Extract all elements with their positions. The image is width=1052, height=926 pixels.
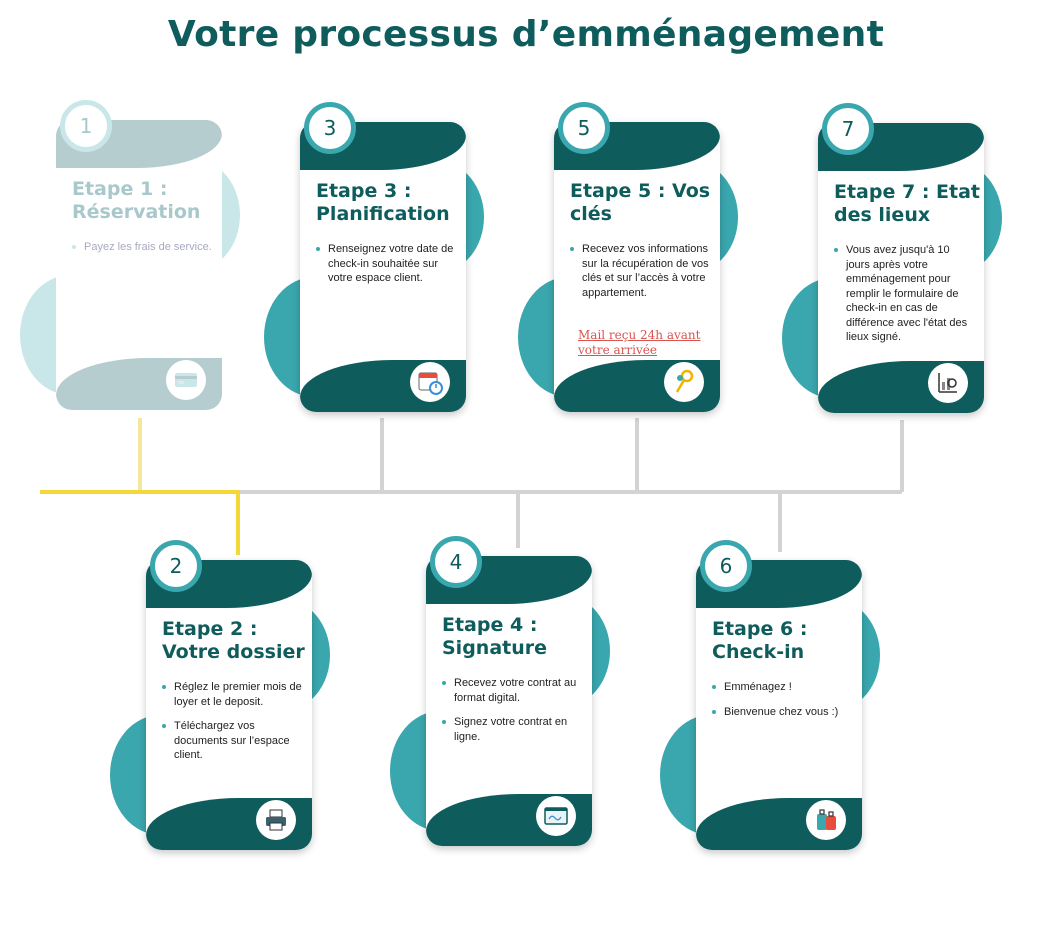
step-3-number: 3 xyxy=(304,102,356,154)
list-item: Téléchargez vos documents sur l’espace c… xyxy=(162,719,302,763)
step-6-number: 6 xyxy=(700,540,752,592)
step-4-number: 4 xyxy=(430,536,482,588)
step-7-title: Etape 7 : Etat des lieux xyxy=(834,181,980,226)
step-1-title: Etape 1 : Réservation xyxy=(72,178,201,223)
step-4-bullets: Recevez votre contrat au format digital.… xyxy=(442,676,582,754)
keys-icon xyxy=(664,362,704,402)
step-3-title: Etape 3 : Planification xyxy=(316,180,450,225)
printer-icon xyxy=(256,800,296,840)
list-item: Recevez vos informations sur la récupéra… xyxy=(570,242,710,300)
step-4: Etape 4 : Signature Recevez votre contra… xyxy=(390,536,610,846)
step-4-title: Etape 4 : Signature xyxy=(442,614,548,659)
step-5-title: Etape 5 : Vos clés xyxy=(570,180,711,225)
step-1: Etape 1 : Réservation Payez les frais de… xyxy=(20,100,240,410)
step-5: Etape 5 : Vos clés Recevez vos informati… xyxy=(518,102,738,412)
page-title: Votre processus d’emménagement xyxy=(167,14,885,55)
credit-card-icon xyxy=(166,360,206,400)
list-item: Vous avez jusqu'à 10 jours après votre e… xyxy=(834,243,974,345)
step-2: Etape 2 : Votre dossier Réglez le premie… xyxy=(110,540,330,850)
step-1-number: 1 xyxy=(60,100,112,152)
list-item: Emménagez ! xyxy=(712,680,852,695)
list-item: Recevez votre contrat au format digital. xyxy=(442,676,582,705)
calendar-clock-icon xyxy=(410,362,450,402)
step-7-bullets: Vous avez jusqu'à 10 jours après votre e… xyxy=(834,243,974,355)
step-6-bullets: Emménagez ! Bienvenue chez vous :) xyxy=(712,680,852,729)
step-3-bullets: Renseignez votre date de check-in souhai… xyxy=(316,242,456,296)
step-2-number: 2 xyxy=(150,540,202,592)
step-3: Etape 3 : Planification Renseignez votre… xyxy=(264,102,484,412)
report-search-icon xyxy=(928,363,968,403)
signature-screen-icon xyxy=(536,796,576,836)
list-item: Réglez le premier mois de loyer et le de… xyxy=(162,680,302,709)
list-item: Renseignez votre date de check-in souhai… xyxy=(316,242,456,286)
luggage-icon xyxy=(806,800,846,840)
step-7-number: 7 xyxy=(822,103,874,155)
step-1-bullets: Payez les frais de service. xyxy=(72,240,212,265)
step-6-title: Etape 6 : Check-in xyxy=(712,618,808,663)
step-6: Etape 6 : Check-in Emménagez ! Bienvenue… xyxy=(660,540,880,850)
step-7: Etape 7 : Etat des lieux Vous avez jusqu… xyxy=(782,103,1002,413)
list-item: Signez votre contrat en ligne. xyxy=(442,715,582,744)
step-5-bullets: Recevez vos informations sur la récupéra… xyxy=(570,242,710,310)
step-5-number: 5 xyxy=(558,102,610,154)
list-item: Payez les frais de service. xyxy=(72,240,212,255)
step-2-title: Etape 2 : Votre dossier xyxy=(162,618,305,663)
list-item: Bienvenue chez vous :) xyxy=(712,705,852,720)
step-2-bullets: Réglez le premier mois de loyer et le de… xyxy=(162,680,302,773)
step-5-note: Mail reçu 24h avant votre arrivée xyxy=(578,328,701,357)
